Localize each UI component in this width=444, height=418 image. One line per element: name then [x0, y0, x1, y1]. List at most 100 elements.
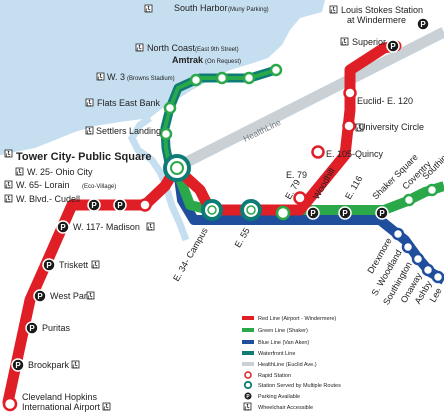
station-onaway[interactable] [421, 263, 435, 277]
station-e79-red[interactable] [293, 191, 307, 205]
map-legend: Red Line (Airport - Windermere) Green Li… [242, 316, 341, 411]
healthline-route [172, 27, 444, 173]
label-south-harbor: South Harbor [174, 3, 228, 13]
legend-waterfront: Waterfront Line [258, 351, 295, 357]
accessible-icon [329, 5, 338, 14]
parking-icon: P [117, 201, 123, 210]
parking-icon: P [91, 201, 97, 210]
station-southington-blue[interactable] [411, 252, 425, 266]
legend-accessible: Wheelchair Accessible [258, 405, 313, 411]
station-e116[interactable]: P [338, 206, 352, 220]
station-w117[interactable]: P [56, 220, 70, 234]
parking-icon: P [342, 209, 348, 218]
accessible-icon [91, 260, 100, 269]
station-e105[interactable] [311, 145, 325, 159]
station-superior[interactable]: P [386, 39, 400, 53]
label-north-coast: North Coast [147, 43, 196, 53]
accessible-icon [135, 43, 144, 52]
label-w-blvd-cudell: W. Blvd.- Cudell [16, 194, 80, 204]
station-flats-east-bank[interactable] [163, 101, 177, 115]
parking-icon: P [390, 42, 396, 51]
label-superior: Superior [352, 37, 386, 47]
station-e55[interactable] [240, 199, 262, 221]
label-airport-2: International Airport [22, 402, 101, 412]
station-shaker-square[interactable]: P [375, 206, 389, 220]
label-amtrak-note: (On Request) [205, 59, 241, 65]
accessible-icon [4, 180, 13, 189]
station-w25[interactable] [138, 198, 152, 212]
station-brookpark[interactable]: P [11, 358, 25, 372]
label-brookpark: Brookpark [28, 360, 70, 370]
station-s-woodland[interactable] [401, 240, 415, 254]
label-w3: W. 3 [107, 72, 125, 82]
label-louis-stokes-1: Louis Stokes Station [341, 5, 423, 15]
legend-green: Green Line (Shaker) [258, 328, 308, 334]
station-university-circle[interactable] [342, 119, 356, 133]
station-southington-green[interactable] [425, 183, 439, 197]
legend-rapid-station: Rapid Station [258, 373, 291, 379]
accessible-icon [340, 37, 349, 46]
label-airport-1: Cleveland Hopkins [22, 392, 98, 402]
legend-parking: Parking Available [258, 394, 300, 400]
label-w3-note: (Browns Stadium) [127, 76, 175, 82]
station-coventry[interactable] [402, 193, 416, 207]
label-w65-lorain: W. 65- Lorain [16, 180, 70, 190]
parking-icon: P [60, 223, 66, 232]
legend-multi-station: Station Served by Multiple Routes [258, 383, 341, 389]
parking-icon: P [46, 261, 52, 270]
station-south-harbor[interactable] [269, 63, 283, 77]
label-e34-campus: E. 34- Campus [171, 226, 210, 283]
station-drexmore[interactable] [391, 227, 405, 241]
accessible-icon [85, 98, 94, 107]
waterfront-line-inner [163, 68, 277, 169]
station-settlers-landing[interactable] [159, 127, 173, 141]
label-w117-madison: W. 117- Madison [73, 222, 140, 232]
red-line-route [2, 40, 402, 408]
station-west-park[interactable]: P [33, 289, 47, 303]
parking-icon: P [15, 361, 21, 370]
station-w-blvd[interactable]: P [87, 198, 101, 212]
accessible-icon [86, 291, 95, 300]
legend-blue: Blue Line (Van Aken) [258, 340, 309, 346]
station-w3[interactable] [189, 73, 203, 87]
station-north-coast[interactable] [242, 71, 256, 85]
station-ashby[interactable] [431, 270, 444, 284]
station-louis-stokes[interactable]: P [416, 17, 430, 31]
station-amtrak[interactable] [215, 71, 229, 85]
parking-icon: P [37, 292, 43, 301]
river-water [127, 115, 190, 242]
label-w65-note: (Eco-Village) [82, 184, 116, 190]
label-e79-red: E. 79 [286, 170, 307, 180]
station-w65[interactable]: P [113, 198, 127, 212]
station-puritas[interactable]: P [25, 321, 39, 335]
label-puritas: Puritas [42, 323, 71, 333]
accessible-icon [243, 402, 252, 411]
label-amtrak: Amtrak [172, 55, 204, 65]
accessible-icon [96, 72, 105, 81]
label-settlers-landing: Settlers Landing [96, 126, 161, 136]
label-university-circle: University Circle [359, 122, 424, 132]
label-north-coast-note: (East 9th Street) [195, 47, 239, 53]
station-triskett[interactable]: P [42, 258, 56, 272]
legend-red: Red Line (Airport - Windermere) [258, 316, 336, 322]
station-e79-green[interactable] [275, 205, 291, 221]
station-e34-campus[interactable] [201, 199, 223, 221]
accessible-icon [144, 4, 153, 13]
label-tower-city: Tower City- Public Square [16, 151, 152, 163]
label-west-park: West Park [50, 291, 92, 301]
station-euclid-e120[interactable] [343, 86, 357, 100]
station-airport[interactable] [2, 396, 18, 412]
accessible-icon [102, 402, 111, 411]
label-w25-ohio-city: W. 25- Ohio City [27, 167, 93, 177]
station-woodhill[interactable]: P [306, 206, 320, 220]
label-south-harbor-note: (Muny Parking) [228, 7, 269, 13]
label-triskett: Triskett [59, 260, 89, 270]
accessible-icon [146, 222, 155, 231]
label-flats-east-bank: Flats East Bank [97, 98, 161, 108]
station-tower-city[interactable] [163, 154, 191, 182]
accessible-icon [15, 167, 24, 176]
label-e116: E. 116 [343, 174, 364, 201]
label-louis-stokes-2: at Windermere [347, 15, 406, 25]
